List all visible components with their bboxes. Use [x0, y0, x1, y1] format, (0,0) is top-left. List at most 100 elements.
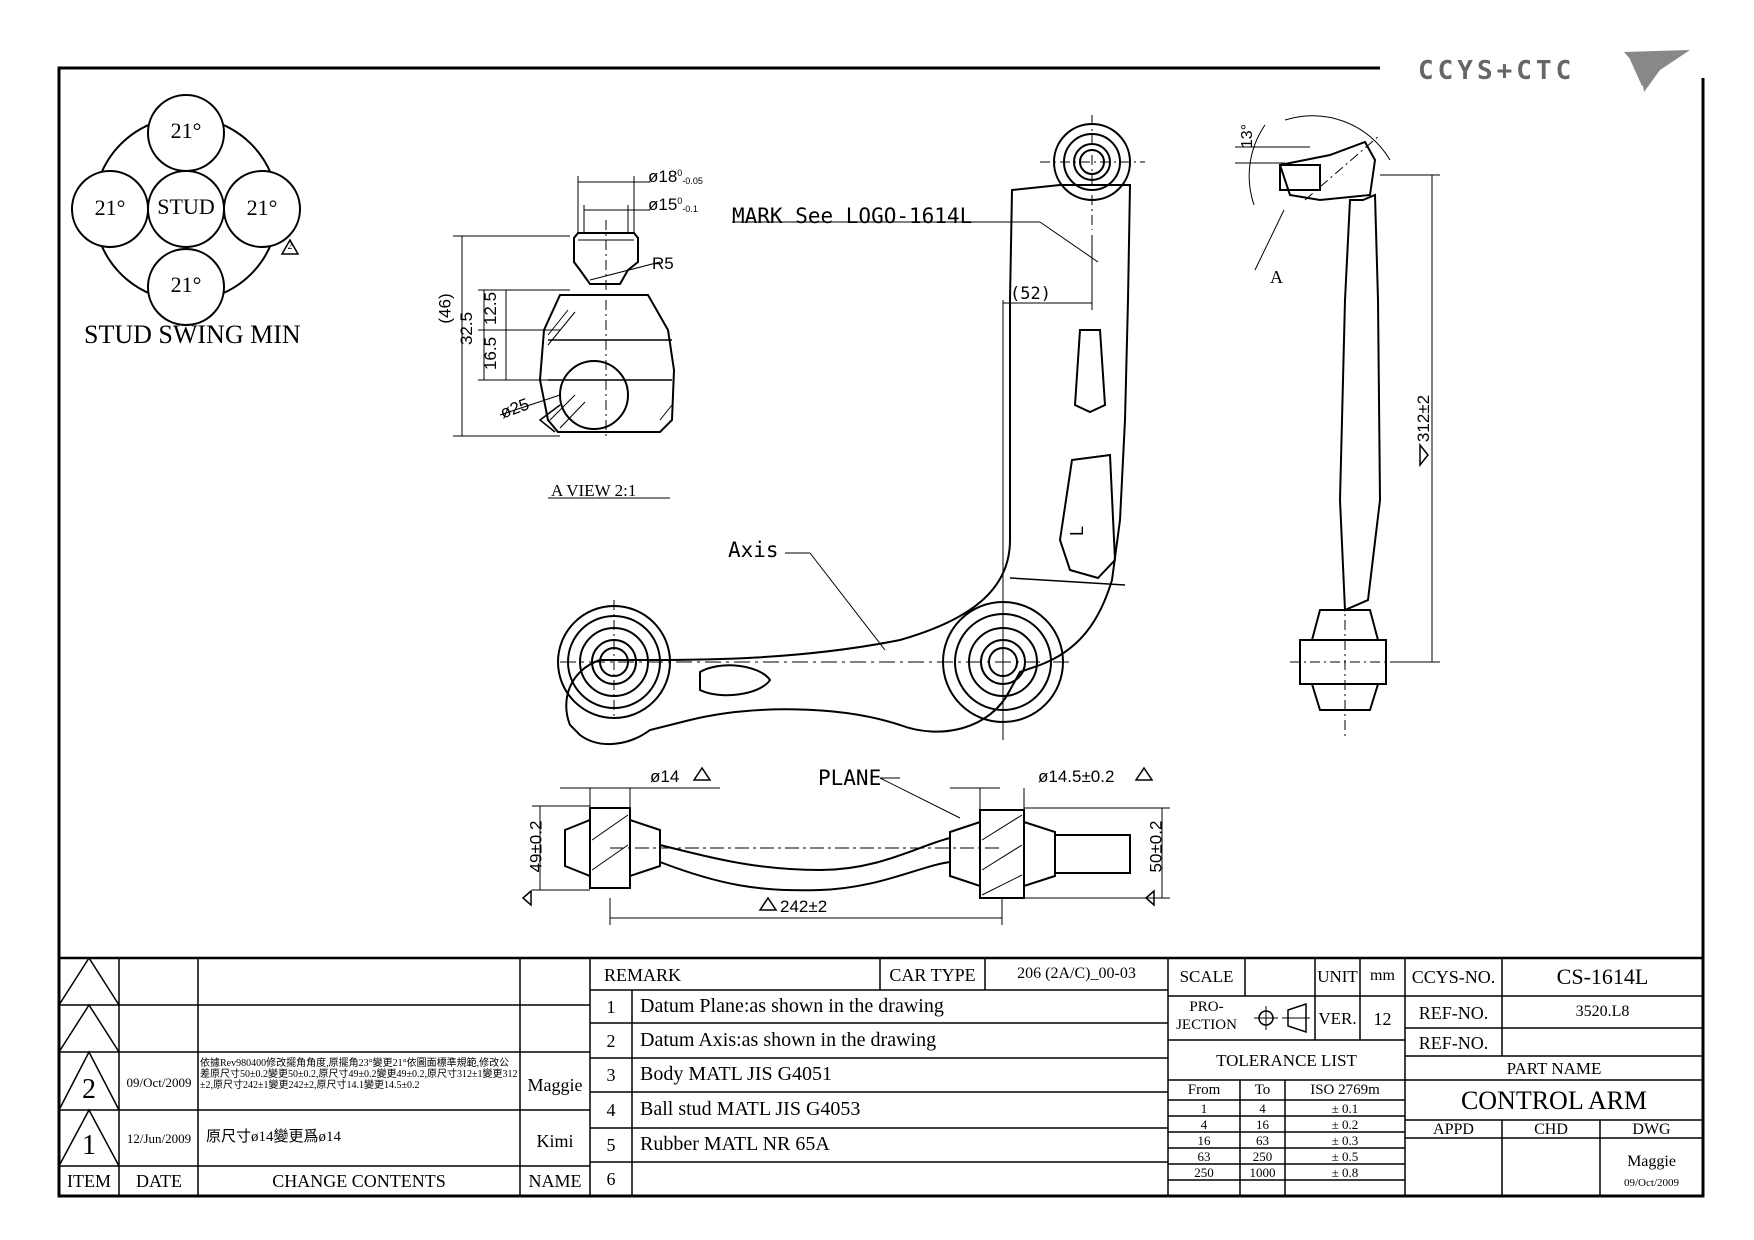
tolerance-to: 16 — [1256, 1117, 1269, 1132]
dwg-name: Maggie — [1627, 1153, 1676, 1170]
ccys-no-label: CCYS-NO. — [1411, 967, 1496, 987]
stud-swing-diagram — [71, 94, 301, 326]
company-logo: CCYS+CTC — [1418, 56, 1576, 86]
tolerance-to: 1000 — [1249, 1165, 1276, 1180]
tolerance-from: 1 — [1200, 1101, 1208, 1116]
ball-joint-a-view — [453, 176, 676, 499]
rev-1-date: 12/Jun/2009 — [126, 1131, 192, 1146]
tolerance-value: ± 0.8 — [1331, 1165, 1359, 1180]
unit-value: mm — [1370, 967, 1395, 984]
rev-2-name: Maggie — [527, 1075, 583, 1095]
tolerance-to: 250 — [1252, 1149, 1273, 1164]
mark-note: MARK See LOGO-1614L — [732, 204, 973, 228]
scale-label: SCALE — [1179, 967, 1234, 986]
rev-2-number: 2 — [82, 1074, 96, 1105]
unit-label: UNIT — [1317, 967, 1358, 986]
remark-no: 5 — [606, 1135, 616, 1155]
remark-no: 1 — [606, 997, 616, 1017]
tolerance-to-header: To — [1254, 1082, 1271, 1098]
dim-d14: ø14 — [650, 767, 680, 786]
tolerance-to: 4 — [1259, 1101, 1266, 1116]
projection-label: JECTION — [1176, 1017, 1237, 1033]
remark-header: REMARK — [604, 965, 682, 985]
section-a-label: A — [1270, 267, 1283, 287]
rev-1-contents: 原尺寸ø14變更爲ø14 — [206, 1129, 342, 1145]
rev-2-date: 09/Oct/2009 — [126, 1075, 192, 1090]
remark-text: Datum Plane:as shown in the drawing — [640, 995, 944, 1017]
car-type-label: CAR TYPE — [889, 965, 976, 985]
tolerance-from-header: From — [1187, 1082, 1221, 1098]
remark-text: Datum Axis:as shown in the drawing — [640, 1029, 937, 1051]
remark-text: Rubber MATL NR 65A — [640, 1133, 830, 1155]
rev-2-contents: 依據Rev980400修改擺角角度,原擺角23°變更21°依圖面標準規範,修改公… — [200, 1058, 518, 1091]
dim-r5: R5 — [652, 254, 674, 273]
dim-d18: ø180-0.05 — [648, 167, 703, 186]
remark-no: 6 — [606, 1169, 616, 1189]
remark-text: Ball stud MATL JIS G4053 — [640, 1098, 861, 1120]
stud-swing-angle-left: 21° — [94, 195, 126, 220]
header-item: ITEM — [67, 1171, 111, 1191]
tolerance-from: 63 — [1197, 1149, 1211, 1164]
axis-label: Axis — [728, 538, 779, 562]
appd-label: APPD — [1433, 1121, 1474, 1138]
tolerance-value: ± 0.2 — [1331, 1117, 1359, 1132]
stud-swing-angle-right: 21° — [246, 195, 278, 220]
stud-swing-angle-top: 21° — [170, 118, 202, 143]
dim-h12-5: 12.5 — [481, 291, 501, 326]
dim-312: 312±2 — [1414, 394, 1434, 443]
plane-label: PLANE — [818, 766, 882, 790]
stud-swing-angle-bottom: 21° — [170, 272, 202, 297]
dwg-date: 09/Oct/2009 — [1624, 1177, 1679, 1189]
tolerance-from: 250 — [1194, 1165, 1214, 1180]
tolerance-value: ± 0.3 — [1331, 1133, 1359, 1148]
stud-swing-caption: STUD SWING MIN — [84, 320, 301, 349]
control-arm-bottom-view — [521, 766, 1170, 925]
chd-label: CHD — [1534, 1121, 1568, 1138]
dim-angle-13: 13° — [1239, 123, 1257, 149]
header-change-contents: CHANGE CONTENTS — [272, 1171, 446, 1191]
dim-h32-5: 32.5 — [457, 311, 477, 346]
dim-d15: ø150-0.1 — [648, 195, 698, 214]
dim-49: 49±0.2 — [526, 820, 546, 873]
tolerance-value: ± 0.5 — [1331, 1149, 1359, 1164]
a-view-caption: A VIEW 2:1 — [551, 481, 637, 500]
remark-text: Body MATL JIS G4051 — [640, 1063, 833, 1085]
rev-mark: 2 — [287, 241, 293, 252]
control-arm-side-view — [1235, 115, 1440, 740]
part-name-label: PART NAME — [1506, 1059, 1602, 1078]
dim-50: 50±0.2 — [1146, 820, 1166, 873]
ccys-logo-icon — [1624, 50, 1690, 92]
rev-1-name: Kimi — [536, 1131, 574, 1151]
side-letter: L — [1067, 525, 1088, 537]
remark-no: 4 — [606, 1100, 616, 1120]
ver-label: VER. — [1318, 1009, 1357, 1028]
dim-h16-5: 16.5 — [481, 336, 501, 371]
ref-no-label: REF-NO. — [1418, 1033, 1489, 1053]
dim-52: (52) — [1010, 284, 1051, 304]
header-date: DATE — [136, 1171, 182, 1191]
control-arm-top-view — [557, 115, 1145, 746]
ccys-no-value: CS-1614L — [1556, 964, 1649, 989]
remark-no: 3 — [606, 1065, 616, 1085]
tolerance-title: TOLERANCE LIST — [1216, 1051, 1357, 1070]
tolerance-value: ± 0.1 — [1331, 1101, 1359, 1116]
stud-label: STUD — [157, 194, 215, 219]
part-name-value: CONTROL ARM — [1460, 1086, 1648, 1115]
projection-label: PRO- — [1189, 999, 1224, 1015]
car-type-value: 206 (2A/C)_00-03 — [1017, 965, 1136, 982]
dim-h46: (46) — [435, 293, 455, 324]
ref-no-value: 3520.L8 — [1575, 1003, 1630, 1020]
tolerance-from: 4 — [1200, 1117, 1208, 1132]
tolerance-from: 16 — [1197, 1133, 1211, 1148]
dim-242: 242±2 — [780, 897, 828, 916]
drawing-border — [57, 66, 1705, 1198]
title-block-grid — [58, 956, 1703, 1196]
ver-value: 12 — [1373, 1009, 1392, 1029]
ref-no-label: REF-NO. — [1418, 1003, 1489, 1023]
dwg-label: DWG — [1632, 1121, 1671, 1138]
remark-no: 2 — [606, 1031, 616, 1051]
rev-1-number: 1 — [82, 1130, 96, 1161]
tolerance-iso-header: ISO 2769m — [1310, 1082, 1380, 1098]
tolerance-to: 63 — [1256, 1133, 1269, 1148]
